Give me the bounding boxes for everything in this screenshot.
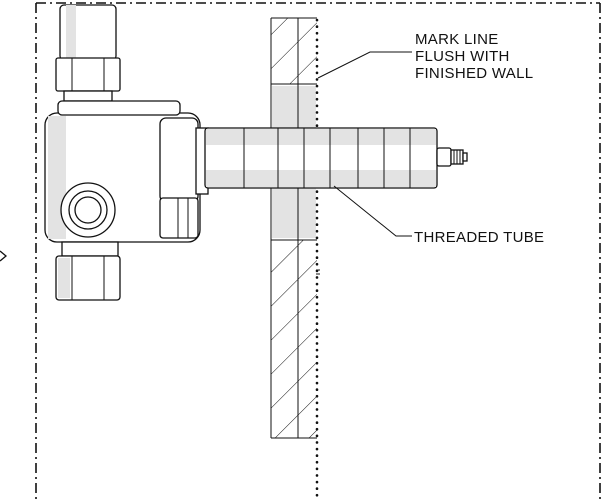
threaded-tube	[204, 127, 438, 189]
lower-pipe-fitting	[55, 255, 121, 301]
threaded-tube-label: THREADED TUBE	[414, 229, 544, 246]
mark-line-label-line-3: FINISHED WALL	[415, 65, 533, 82]
wall-section	[270, 17, 320, 439]
mark-line-leader	[317, 51, 412, 79]
threaded-tube-leader	[333, 185, 412, 237]
stem-end-fitting	[436, 147, 468, 167]
wall-hatch-lower	[271, 240, 317, 438]
mark-line-label-line-1: MARK LINE	[415, 31, 499, 48]
arrow-icon	[0, 250, 8, 262]
boundary-frame	[35, 2, 601, 500]
mark-line-label-line-2: FLUSH WITH	[415, 48, 510, 65]
wall-hatch-upper	[271, 18, 317, 84]
valve-body	[44, 100, 209, 257]
upper-pipe-fitting	[55, 4, 121, 102]
mark-line-callout: MARK LINE FLUSH WITH FINISHED WALL	[415, 31, 533, 82]
